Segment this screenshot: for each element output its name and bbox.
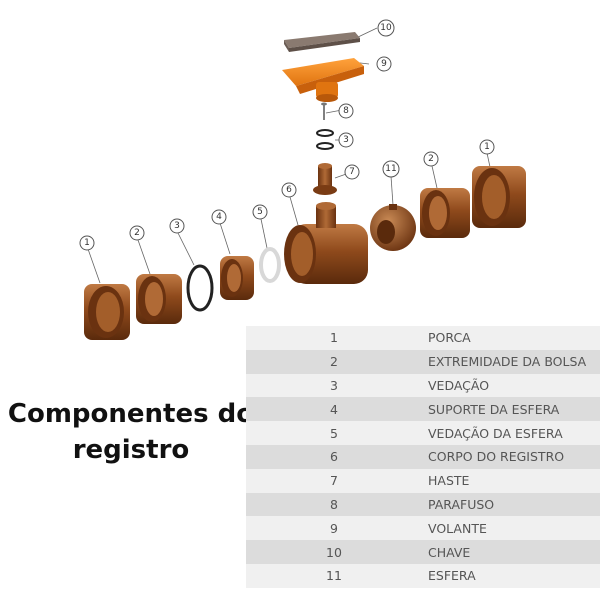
part-number: 10 xyxy=(246,540,422,564)
stem-o-rings xyxy=(316,129,334,150)
svg-text:2: 2 xyxy=(134,228,140,238)
svg-text:6: 6 xyxy=(286,185,292,195)
screw-part xyxy=(321,102,327,120)
part-name: VEDAÇÃO xyxy=(422,373,600,398)
part-name: VOLANTE xyxy=(422,516,600,541)
part-name: SUPORTE DA ESFERA xyxy=(422,397,600,422)
part-name: CORPO DO REGISTRO xyxy=(422,444,600,469)
part-name: PARAFUSO xyxy=(422,492,600,517)
key-part xyxy=(284,32,360,52)
part-number: 3 xyxy=(246,373,422,398)
page-title: Componentes do registro xyxy=(0,396,262,468)
part-number: 2 xyxy=(246,349,422,374)
callout-6: 6 xyxy=(281,182,297,198)
part-name: CHAVE xyxy=(422,540,600,564)
svg-text:7: 7 xyxy=(349,167,355,177)
nut-right xyxy=(472,166,526,228)
part-name: ESFERA xyxy=(422,563,600,588)
part-number: 1 xyxy=(246,326,422,350)
svg-text:3: 3 xyxy=(343,135,349,145)
ball-support xyxy=(220,256,254,300)
valve-body xyxy=(284,202,368,284)
callout-5: 5 xyxy=(252,204,268,220)
svg-text:1: 1 xyxy=(484,142,490,152)
part-number: 11 xyxy=(246,563,422,588)
svg-text:10: 10 xyxy=(380,23,392,33)
part-number: 5 xyxy=(246,421,422,445)
stem-part xyxy=(313,163,337,195)
handle-part xyxy=(282,58,364,102)
callout-4: 4 xyxy=(211,209,227,225)
callout-3-left: 3 xyxy=(169,218,185,234)
callout-10: 10 xyxy=(377,19,395,37)
socket-end-left xyxy=(136,274,182,324)
part-number: 6 xyxy=(246,444,422,469)
callout-7: 7 xyxy=(344,164,360,180)
callout-1-right: 1 xyxy=(479,139,495,155)
svg-text:2: 2 xyxy=(428,154,434,164)
svg-text:11: 11 xyxy=(385,164,396,174)
leader-lines xyxy=(87,27,491,284)
part-number: 8 xyxy=(246,492,422,517)
svg-text:1: 1 xyxy=(84,238,90,248)
callout-2-left: 2 xyxy=(129,225,145,241)
socket-end-right xyxy=(420,188,470,238)
part-number: 4 xyxy=(246,397,422,422)
ball-seal-ring xyxy=(259,247,281,283)
callout-8: 8 xyxy=(338,103,354,119)
svg-text:3: 3 xyxy=(174,221,180,231)
title-line-1: Componentes do xyxy=(7,399,255,429)
callout-11: 11 xyxy=(382,160,400,178)
part-name: EXTREMIDADE DA BOLSA xyxy=(422,349,600,374)
seal-ring-left xyxy=(186,264,214,312)
title-line-2: registro xyxy=(72,435,190,465)
exploded-valve-diagram: 1 2 3 4 5 6 7 8 3 9 10 11 xyxy=(79,19,526,340)
part-name: VEDAÇÃO DA ESFERA xyxy=(422,421,600,445)
ball-part xyxy=(370,204,416,251)
callout-3-stem: 3 xyxy=(338,132,354,148)
callout-1-left: 1 xyxy=(79,235,95,251)
svg-text:8: 8 xyxy=(343,106,349,116)
part-name: PORCA xyxy=(422,326,600,350)
svg-text:9: 9 xyxy=(381,59,387,69)
svg-text:4: 4 xyxy=(216,212,222,222)
callout-9: 9 xyxy=(376,56,392,72)
part-name: HASTE xyxy=(422,468,600,493)
svg-text:5: 5 xyxy=(257,207,263,217)
callout-2-right: 2 xyxy=(423,151,439,167)
part-number: 9 xyxy=(246,516,422,541)
nut-left xyxy=(84,284,130,340)
part-number: 7 xyxy=(246,468,422,493)
